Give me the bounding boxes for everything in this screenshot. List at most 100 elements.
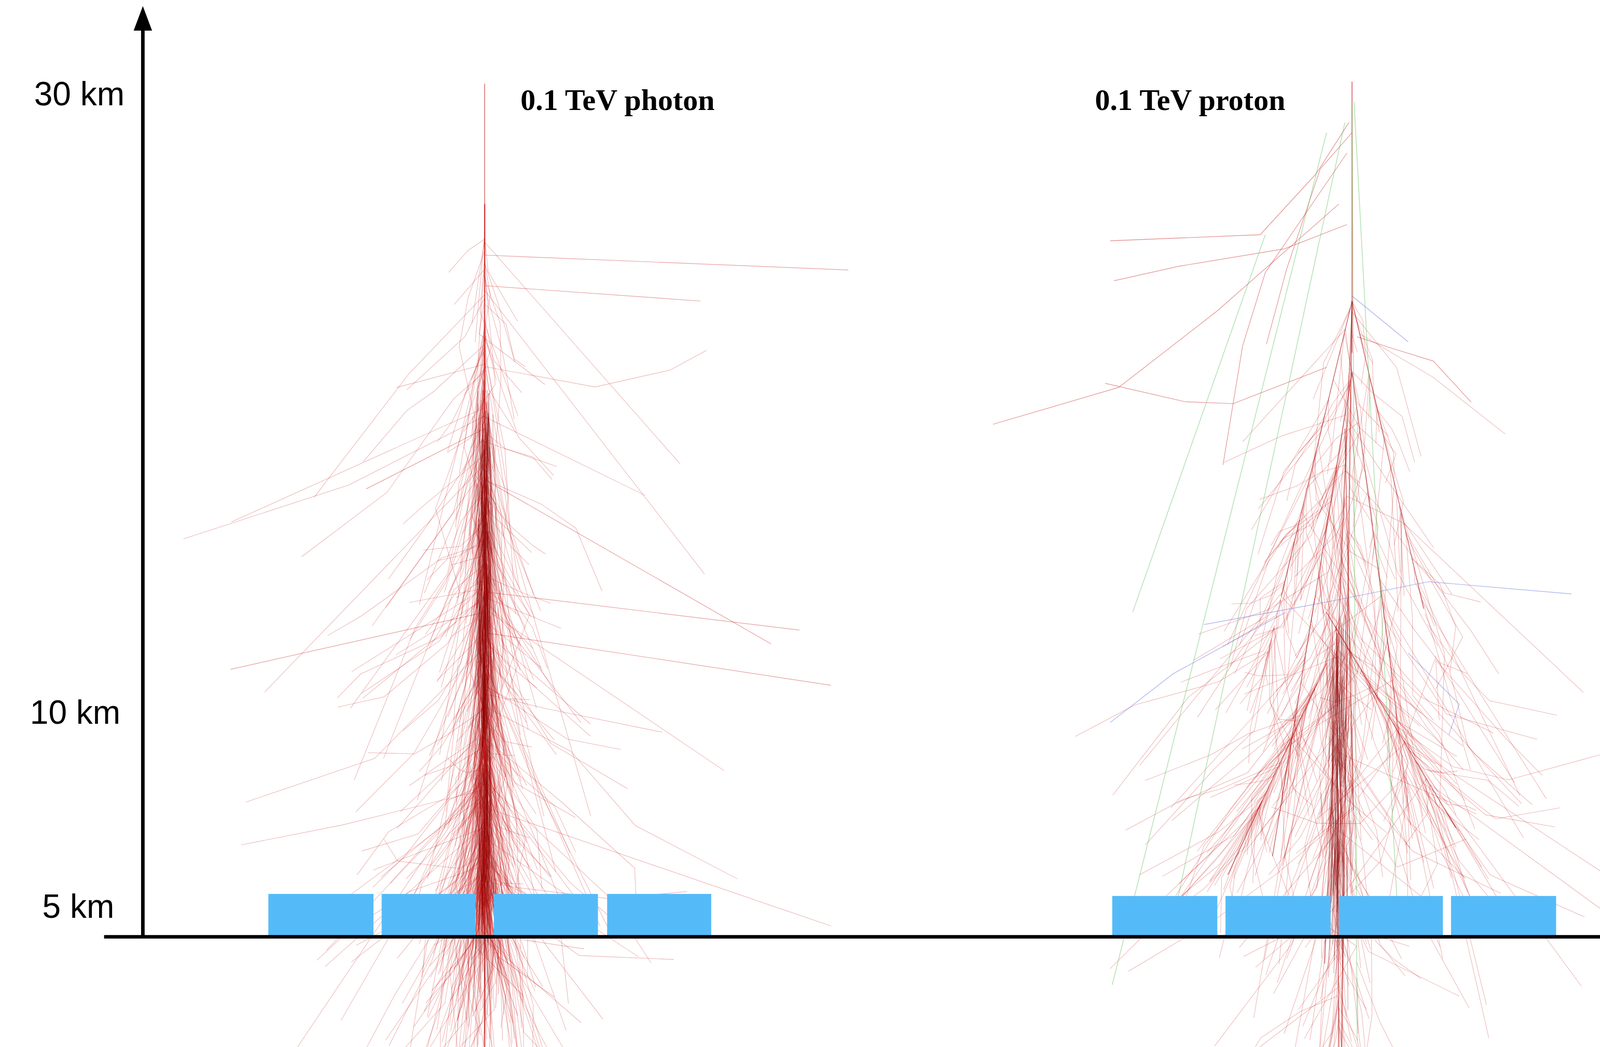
particle-track bbox=[1353, 375, 1370, 528]
particle-track bbox=[1336, 628, 1439, 793]
particle-track bbox=[231, 407, 486, 522]
shower-title: 0.1 TeV photon bbox=[518, 84, 717, 117]
particle-track bbox=[472, 641, 478, 728]
particle-track bbox=[1436, 660, 1440, 721]
particle-track bbox=[1125, 762, 1281, 831]
particle-track bbox=[1214, 835, 1338, 1047]
particle-track bbox=[1285, 646, 1339, 805]
particle-track bbox=[1393, 723, 1600, 780]
particle-track bbox=[396, 364, 485, 388]
particle-track bbox=[1128, 809, 1354, 972]
particle-track bbox=[1389, 716, 1415, 832]
particle-track bbox=[484, 591, 800, 631]
particle-track bbox=[1335, 625, 1340, 729]
particle-track bbox=[1393, 686, 1413, 746]
particle-track bbox=[355, 541, 486, 812]
particle-track bbox=[487, 686, 538, 871]
particle-track bbox=[484, 656, 486, 682]
particle-track bbox=[478, 559, 480, 645]
particle-track bbox=[488, 393, 490, 441]
particle-track bbox=[1340, 577, 1494, 734]
particle-track bbox=[1269, 758, 1338, 876]
particle-track bbox=[1330, 852, 1333, 895]
particle-track bbox=[1340, 533, 1374, 706]
particle-track bbox=[363, 343, 486, 462]
particle-track bbox=[485, 242, 518, 322]
particle-track bbox=[477, 400, 481, 507]
particle-track bbox=[478, 518, 479, 548]
particle-track bbox=[1323, 384, 1350, 427]
particle-track bbox=[1291, 464, 1337, 567]
altitude-label: 30 km bbox=[34, 77, 125, 111]
particle-track bbox=[1357, 336, 1472, 403]
particle-track bbox=[484, 285, 701, 301]
particle-track bbox=[1346, 495, 1452, 595]
particle-track bbox=[1429, 784, 1600, 954]
particle-track bbox=[1338, 1007, 1360, 1047]
particle-track bbox=[1412, 558, 1481, 602]
particle-track bbox=[1258, 431, 1321, 509]
particle-track bbox=[437, 539, 486, 561]
particle-tracks bbox=[183, 81, 1600, 1047]
particle-track bbox=[1271, 775, 1406, 824]
particle-track bbox=[1350, 710, 1368, 760]
particle-track bbox=[1354, 102, 1399, 919]
particle-track bbox=[492, 414, 494, 468]
particle-track bbox=[1384, 620, 1537, 740]
altitude-axis bbox=[141, 22, 145, 937]
particle-track bbox=[1227, 379, 1351, 645]
detector-box bbox=[1112, 895, 1218, 936]
particle-track bbox=[1162, 781, 1272, 877]
particle-track bbox=[481, 435, 486, 552]
particle-track bbox=[472, 483, 477, 555]
particle-track bbox=[1327, 736, 1330, 811]
detector-box bbox=[381, 893, 476, 936]
particle-track bbox=[1352, 301, 1366, 385]
particle-track bbox=[483, 766, 485, 786]
particle-track bbox=[1253, 706, 1307, 1018]
particle-track bbox=[1396, 490, 1400, 573]
particle-track bbox=[1230, 469, 1336, 668]
particle-track bbox=[1254, 515, 1329, 636]
particle-track bbox=[1342, 679, 1345, 780]
particle-track bbox=[1346, 428, 1374, 526]
particle-track bbox=[1248, 650, 1269, 764]
particle-track bbox=[1272, 575, 1339, 747]
particle-track bbox=[474, 795, 476, 818]
particle-track bbox=[1387, 714, 1561, 819]
particle-track bbox=[1331, 620, 1334, 688]
particle-track bbox=[480, 708, 577, 903]
particle-track bbox=[1259, 806, 1267, 852]
particle-track bbox=[1354, 311, 1373, 364]
particle-track bbox=[483, 856, 485, 884]
particle-track bbox=[1338, 1027, 1365, 1047]
particle-track bbox=[1289, 412, 1326, 571]
particle-track bbox=[472, 238, 486, 324]
particle-track bbox=[482, 693, 663, 733]
particle-track bbox=[1435, 659, 1543, 776]
particle-track bbox=[1371, 628, 1386, 740]
particle-track bbox=[1328, 997, 1410, 1047]
particle-track bbox=[488, 578, 491, 681]
particle-track bbox=[1269, 522, 1328, 729]
particle-track bbox=[1373, 691, 1398, 757]
particle-track bbox=[1113, 224, 1347, 281]
particle-track bbox=[485, 304, 526, 367]
particle-track bbox=[1109, 790, 1267, 970]
particle-track bbox=[1110, 122, 1349, 241]
particle-track bbox=[1231, 583, 1285, 604]
particle-track bbox=[1348, 648, 1376, 700]
altitude-label: 10 km bbox=[30, 695, 121, 729]
particle-track bbox=[480, 564, 482, 591]
particle-track bbox=[481, 609, 485, 664]
particle-track bbox=[1400, 512, 1402, 727]
particle-track bbox=[482, 713, 484, 747]
particle-track bbox=[1304, 717, 1337, 914]
particle-track bbox=[1246, 643, 1271, 688]
particle-track bbox=[1173, 122, 1345, 919]
particle-track bbox=[479, 802, 481, 857]
particle-track bbox=[479, 705, 481, 810]
particle-track bbox=[1207, 800, 1263, 892]
particle-track bbox=[1386, 668, 1409, 927]
particle-track bbox=[1275, 572, 1341, 692]
